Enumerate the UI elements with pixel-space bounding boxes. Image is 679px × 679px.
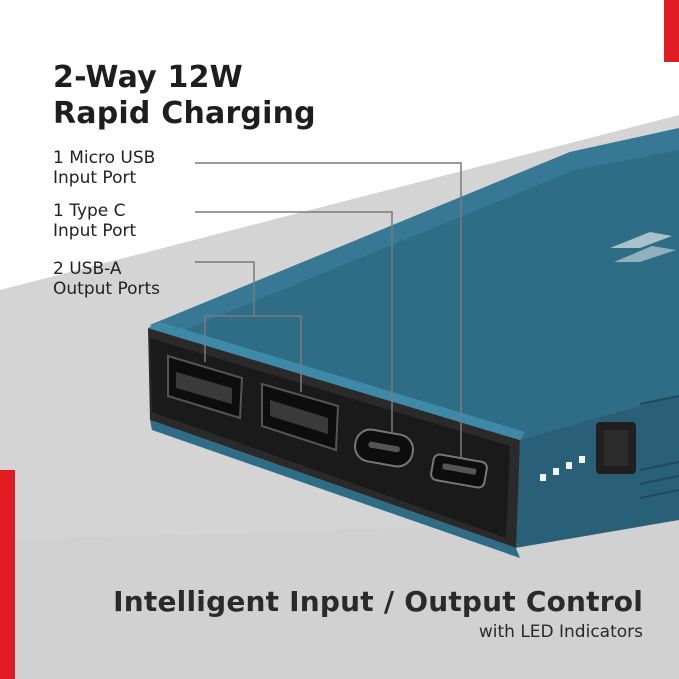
- callout-lines: [195, 162, 462, 458]
- power-bank-top-surface: [150, 128, 679, 455]
- headline-line-2: Rapid Charging: [53, 96, 316, 131]
- usb-a-bracket-line: [204, 315, 302, 392]
- headline: 2-Way 12W Rapid Charging: [53, 60, 316, 132]
- usb-a-port-2: [261, 382, 340, 452]
- brand-logo-icon: [610, 232, 676, 262]
- footer-title: Intelligent Input / Output Control: [113, 585, 643, 618]
- usb-c-port: [354, 428, 414, 468]
- callout-micro-usb-line-1: 1 Micro USB: [53, 148, 156, 168]
- callout-type-c: 1 Type C Input Port: [53, 201, 136, 241]
- callout-type-c-line-2: Input Port: [53, 221, 137, 241]
- power-bank: [148, 128, 679, 558]
- callout-usb-a-line-2: Output Ports: [53, 279, 161, 299]
- red-accent-bottom-left: [0, 470, 15, 679]
- micro-usb-leader-line: [195, 162, 462, 458]
- floor-shade: [0, 520, 679, 679]
- led-indicators: [540, 456, 585, 481]
- callout-micro-usb-line-2: Input Port: [53, 168, 137, 188]
- headline-line-1: 2-Way 12W: [53, 60, 243, 95]
- callout-type-c-line-1: 1 Type C: [53, 201, 126, 221]
- usb-a-port-1: [167, 354, 244, 420]
- micro-usb-port: [430, 453, 488, 489]
- red-accent-top-right: [664, 0, 679, 62]
- callout-usb-a-line-1: 2 USB-A: [53, 259, 122, 279]
- callout-usb-a: 2 USB-A Output Ports: [53, 259, 160, 299]
- type-c-leader-line: [195, 211, 393, 432]
- usb-a-leader-line: [195, 261, 255, 316]
- footer-subtitle: with LED Indicators: [478, 622, 643, 642]
- callout-micro-usb: 1 Micro USB Input Port: [53, 148, 155, 188]
